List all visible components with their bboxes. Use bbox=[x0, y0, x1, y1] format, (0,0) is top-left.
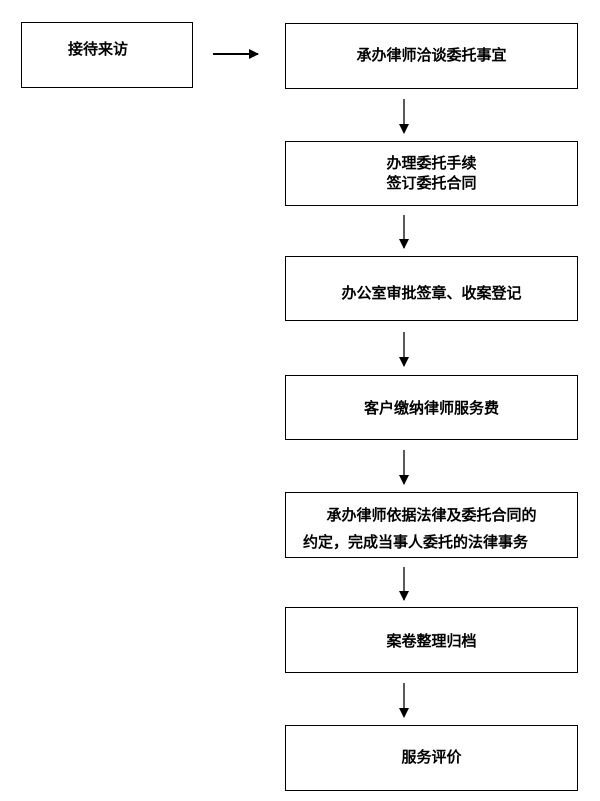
step-archive: 案卷整理归档 bbox=[285, 607, 578, 673]
step-reception-label: 接待来访 bbox=[68, 40, 129, 58]
step-reception: 接待来访 bbox=[21, 22, 193, 88]
step-approval-label: 办公室审批签章、收案登记 bbox=[341, 284, 522, 302]
step-approval: 办公室审批签章、收案登记 bbox=[285, 256, 578, 321]
step-fee: 客户缴纳律师服务费 bbox=[285, 375, 578, 440]
step-procedure: 办理委托手续 签订委托合同 bbox=[285, 141, 578, 206]
step-handle: 承办律师依据法律及委托合同的 约定，完成当事人委托的法律事务 bbox=[285, 492, 578, 558]
step-evaluation: 服务评价 bbox=[285, 725, 578, 791]
step-procedure-line2: 签订委托合同 bbox=[386, 174, 477, 192]
step-archive-label: 案卷整理归档 bbox=[386, 632, 477, 650]
step-evaluation-label: 服务评价 bbox=[401, 748, 462, 766]
step-handle-line2: 约定，完成当事人委托的法律事务 bbox=[303, 533, 529, 551]
step-procedure-line1: 办理委托手续 bbox=[386, 154, 477, 172]
step-consult: 承办律师洽谈委托事宜 bbox=[285, 23, 578, 89]
step-consult-label: 承办律师洽谈委托事宜 bbox=[356, 46, 507, 64]
step-fee-label: 客户缴纳律师服务费 bbox=[363, 399, 499, 417]
step-handle-line1: 承办律师依据法律及委托合同的 bbox=[326, 506, 537, 524]
